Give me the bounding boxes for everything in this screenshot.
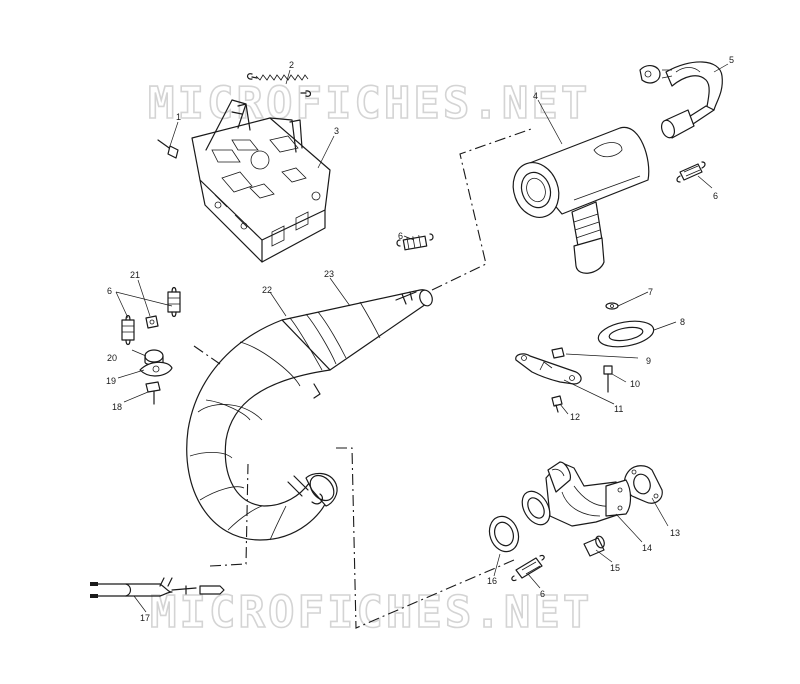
part-17-sensor-cable [90,577,225,598]
part-6-spring-top-right [676,161,706,183]
part-15-bolt [583,535,605,557]
callout-3: 3 [334,126,339,136]
part-6-spring-bottom [511,554,545,582]
callout-6-left: 6 [107,286,112,296]
part-6-spring-center [396,233,434,251]
callout-5: 5 [729,55,734,65]
part-5-tailpipe [639,61,723,139]
callout-15: 15 [610,563,620,573]
dashed-centerlines [193,127,535,629]
callout-11: 11 [614,404,623,414]
callout-18: 18 [112,402,122,412]
part-10-stud [603,365,613,393]
callout-13: 13 [670,528,680,538]
part-6-spring-left-b [167,286,181,318]
part-9-nut [551,347,565,359]
part-6-spring-left-a [121,314,135,346]
part-7-washer [605,302,619,310]
callout-23: 23 [324,269,334,279]
part-1-pin [157,139,179,159]
part-4-silencer [512,126,650,274]
callout-6-top-right: 6 [713,191,718,201]
part-14-exhaust-manifold [521,461,632,527]
callout-21: 21 [130,270,140,280]
callout-7: 7 [648,287,653,297]
callout-10: 10 [630,379,640,389]
part-2-spring [246,73,312,97]
callout-17: 17 [140,613,150,623]
callout-8: 8 [680,317,685,327]
callout-22: 22 [262,285,272,295]
part-13-flange-gasket [623,465,663,504]
part-16-seal-ring [488,515,520,553]
callout-14: 14 [642,543,652,553]
callout-2: 2 [289,60,294,70]
callout-16: 16 [487,576,497,586]
callout-19: 19 [106,376,116,386]
part-3-bracket [191,99,331,263]
callout-6-bottom: 6 [540,589,545,599]
callout-9: 9 [646,356,651,366]
callout-1: 1 [176,112,181,122]
part-18-bolt [145,381,161,405]
callout-12: 12 [570,412,580,422]
watermark-bottom: MICROFICHES.NET [150,587,592,638]
callout-6-center: 6 [398,231,403,241]
watermark-top: MICROFICHES.NET [148,78,590,129]
part-22-expansion-chamber [186,289,433,541]
part-12-bolt [551,395,563,413]
callout-20: 20 [107,353,117,363]
callout-labels: 2 1 3 4 5 6 6 6 6 21 20 19 18 22 23 7 8 … [106,55,734,623]
leader-lines [115,63,729,613]
part-19-washer-plate [139,361,173,377]
part-21-nut [145,315,159,329]
part-8-gasket-ring [597,320,655,348]
callout-4: 4 [533,91,538,101]
part-11-bracket-plate [515,353,582,385]
